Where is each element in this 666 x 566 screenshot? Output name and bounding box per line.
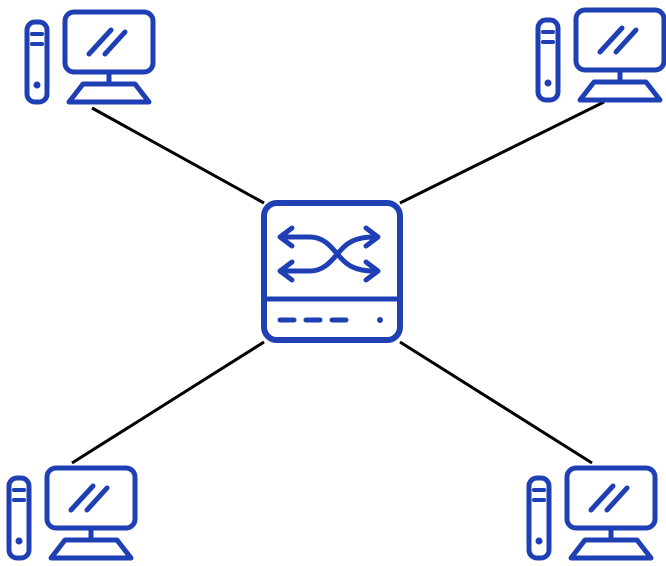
- links: [71, 100, 605, 465]
- desktop-computer-icon[interactable]: [9, 468, 135, 558]
- link-top-left: [91, 106, 265, 205]
- desktop-computer-icon[interactable]: [529, 468, 655, 558]
- link-bottom-left: [71, 340, 265, 465]
- desktop-computer-icon[interactable]: [27, 12, 153, 102]
- link-bottom-right: [399, 340, 593, 465]
- desktop-computer-icon[interactable]: [538, 10, 664, 100]
- link-top-right: [399, 100, 605, 205]
- network-switch-icon[interactable]: [261, 200, 403, 343]
